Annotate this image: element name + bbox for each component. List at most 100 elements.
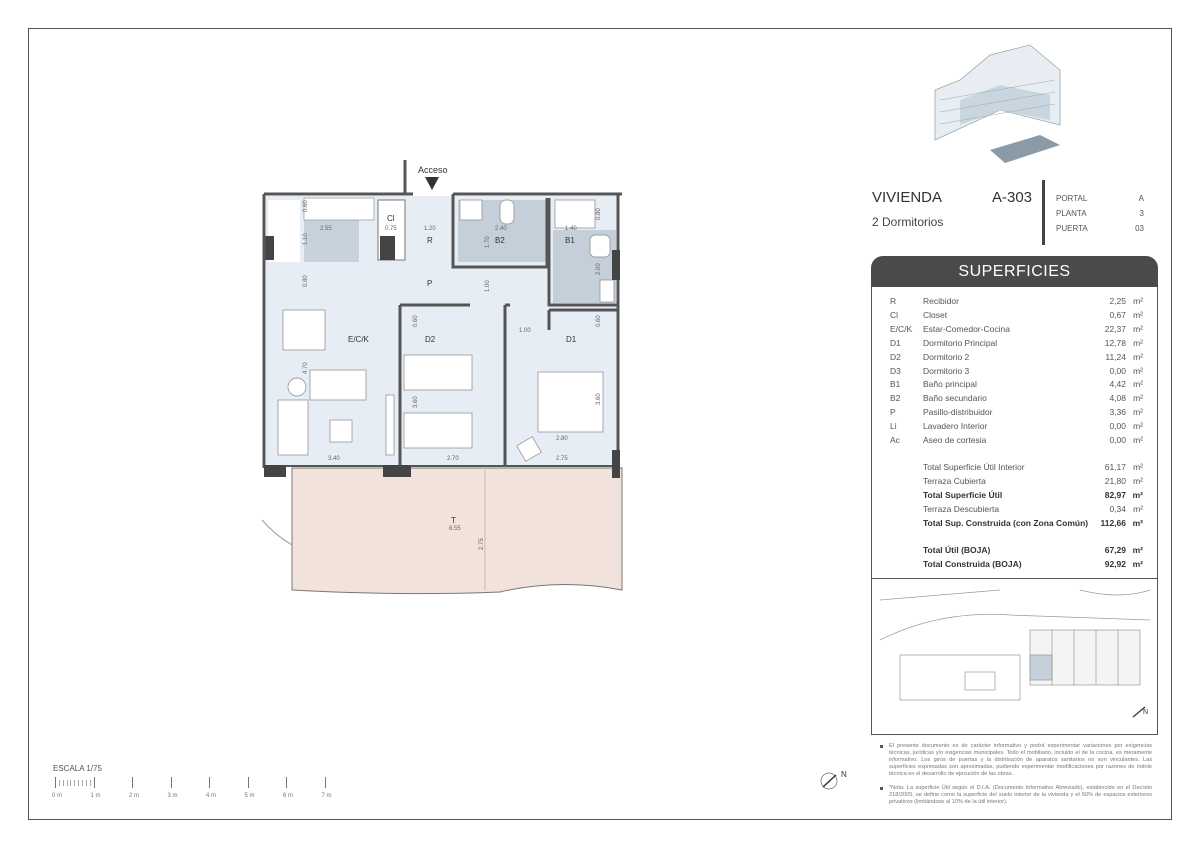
row-name: Recibidor bbox=[923, 296, 959, 306]
row-value: 0,67 bbox=[1109, 309, 1126, 320]
scale-tick bbox=[209, 777, 210, 788]
site-plan bbox=[879, 589, 1151, 701]
row-unit: m² bbox=[1133, 475, 1143, 486]
svg-text:2.55: 2.55 bbox=[320, 226, 332, 232]
svg-text:1.20: 1.20 bbox=[424, 226, 436, 232]
room-label-d1: D1 bbox=[566, 335, 577, 344]
scale-tick bbox=[93, 777, 95, 788]
row-code: Li bbox=[890, 421, 897, 432]
terrace-edge bbox=[261, 519, 293, 546]
row-name: Estar-Comedor-Cocina bbox=[923, 323, 1010, 334]
svg-text:3.40: 3.40 bbox=[328, 456, 340, 462]
unit-type-title: VIVIENDA bbox=[872, 189, 943, 206]
row-value: 92,92 bbox=[1104, 559, 1126, 569]
svg-text:2.40: 2.40 bbox=[495, 226, 507, 232]
row-value: 22,37 bbox=[1104, 323, 1126, 334]
svg-text:3.60: 3.60 bbox=[413, 396, 419, 408]
svg-text:0.80: 0.80 bbox=[596, 208, 602, 220]
row-code: D2 bbox=[890, 351, 901, 362]
row-code: P bbox=[890, 407, 896, 418]
svg-text:2.70: 2.70 bbox=[447, 456, 459, 462]
north-arrow-icon: N bbox=[820, 770, 847, 790]
room-label-b2: B2 bbox=[495, 236, 505, 245]
scale-tick bbox=[132, 777, 133, 788]
svg-text:0.60: 0.60 bbox=[413, 315, 419, 327]
row-unit: m² bbox=[1133, 379, 1143, 390]
row-value: 4,08 bbox=[1109, 393, 1126, 404]
row-value: 82,97 bbox=[1104, 489, 1126, 500]
svg-text:1.10: 1.10 bbox=[303, 233, 309, 245]
svg-text:3.60: 3.60 bbox=[596, 393, 602, 405]
row-unit: m² bbox=[1133, 365, 1143, 376]
superficies-title: SUPERFICIES bbox=[871, 256, 1158, 287]
row-unit: m² bbox=[1133, 323, 1143, 334]
scale-label: 7 m bbox=[321, 793, 332, 799]
room-label-eck: E/C/K bbox=[348, 335, 370, 344]
scale-tick bbox=[324, 777, 326, 788]
superficie-row: Total Superficie Útil Interior 61,17 m² bbox=[872, 462, 1157, 476]
row-name: Total Útil (BOJA) bbox=[923, 545, 991, 555]
row-value: 12,78 bbox=[1104, 337, 1126, 348]
svg-text:N: N bbox=[1143, 709, 1148, 716]
svg-text:1.00: 1.00 bbox=[485, 280, 491, 292]
row-value: 61,17 bbox=[1104, 462, 1126, 472]
scale-label: 4 m bbox=[206, 793, 217, 799]
room-label-t: T bbox=[451, 516, 456, 525]
header-divider bbox=[1042, 180, 1045, 245]
svg-text:8.55: 8.55 bbox=[449, 526, 461, 532]
row-unit: m² bbox=[1133, 351, 1143, 362]
bedrooms-label: 2 Dormitorios bbox=[872, 215, 944, 229]
row-unit: m² bbox=[1133, 309, 1143, 320]
scale-minor-tick bbox=[85, 780, 87, 786]
row-value: 112,66 bbox=[1100, 517, 1126, 528]
scale-label: 3 m bbox=[167, 793, 178, 799]
row-name: Dormitorio 3 bbox=[923, 365, 970, 376]
room-label-r: R bbox=[427, 236, 433, 245]
site-plan-box bbox=[871, 578, 1158, 735]
row-name: Dormitorio 2 bbox=[923, 351, 970, 362]
row-name: Closet bbox=[923, 309, 948, 320]
row-code: Cl bbox=[890, 309, 899, 320]
room-label-d2: D2 bbox=[425, 335, 436, 344]
row-name: Total Superficie Útil Interior bbox=[923, 462, 1025, 472]
scale-minor-tick bbox=[66, 780, 68, 786]
superficie-row: Total Sup. Construida (con Zona Común)11… bbox=[872, 518, 1157, 532]
svg-text:1.00: 1.00 bbox=[519, 328, 531, 334]
scale-minor-tick bbox=[78, 780, 80, 786]
row-code: D1 bbox=[890, 337, 901, 348]
row-code: R bbox=[890, 296, 897, 306]
row-unit: m² bbox=[1133, 435, 1143, 445]
columns bbox=[264, 250, 620, 478]
scale-minor-tick bbox=[58, 780, 60, 786]
row-name: Total Superficie Útil bbox=[923, 489, 1003, 500]
scale-label: 1 m bbox=[90, 793, 101, 799]
row-value: 0,00 bbox=[1109, 421, 1126, 432]
row-name: Baño secundario bbox=[923, 393, 987, 404]
hob bbox=[303, 197, 375, 221]
svg-text:N: N bbox=[841, 770, 847, 779]
unit-code: A-303 bbox=[992, 189, 1033, 206]
row-name: Baño principal bbox=[923, 379, 977, 390]
row-code: E/C/K bbox=[890, 323, 913, 334]
svg-text:1.70: 1.70 bbox=[485, 236, 491, 248]
building-render bbox=[934, 44, 1061, 163]
row-unit: m² bbox=[1133, 462, 1143, 472]
svg-text:2.75: 2.75 bbox=[556, 456, 568, 462]
access-arrow-icon bbox=[425, 177, 439, 190]
scale-label: 6 m bbox=[283, 793, 294, 799]
scale-minor-tick bbox=[81, 780, 83, 786]
scale-tick bbox=[55, 777, 56, 788]
superficie-row: E/C/K Estar-Comedor-Cocina 22,37 m² bbox=[872, 324, 1157, 338]
row-value: 0,34 bbox=[1109, 503, 1126, 514]
svg-text:2.75: 2.75 bbox=[479, 538, 485, 550]
svg-text:0.60: 0.60 bbox=[303, 200, 309, 212]
svg-text:0.75: 0.75 bbox=[385, 226, 397, 232]
